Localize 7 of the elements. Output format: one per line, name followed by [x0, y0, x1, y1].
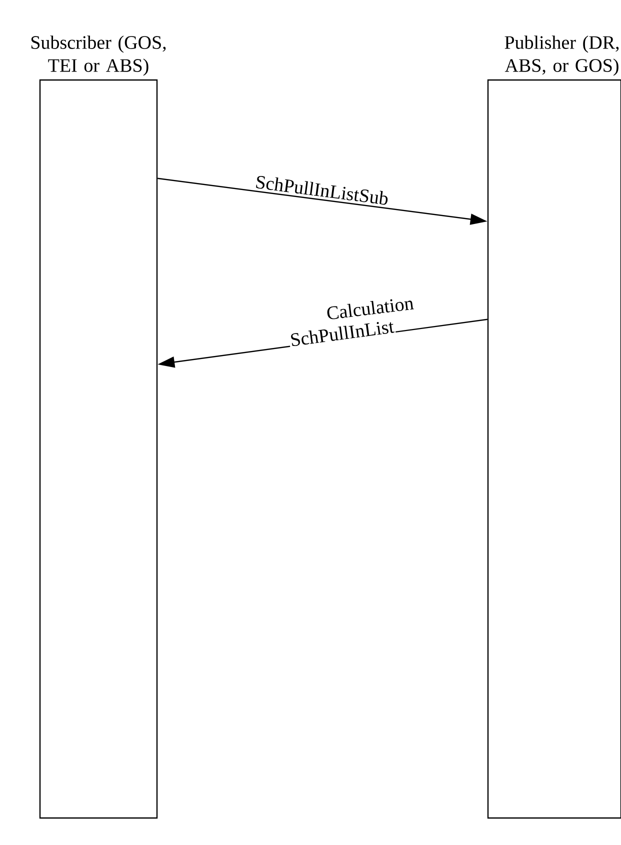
lifeline-box: Subscriber (GOS, TEI or ABS)	[31, 36, 166, 819]
edge-label: SchPullInList	[288, 318, 396, 348]
node-label: Subscriber (GOS, TEI or ABS)	[31, 36, 166, 76]
lifeline-box: Publisher (DR, ABS, or GOS)	[487, 36, 621, 819]
edge-label: SchPullInListSub	[254, 174, 390, 206]
node-label: Publisher (DR, ABS, or GOS)	[504, 36, 619, 76]
note-label: Calculation	[327, 299, 414, 320]
